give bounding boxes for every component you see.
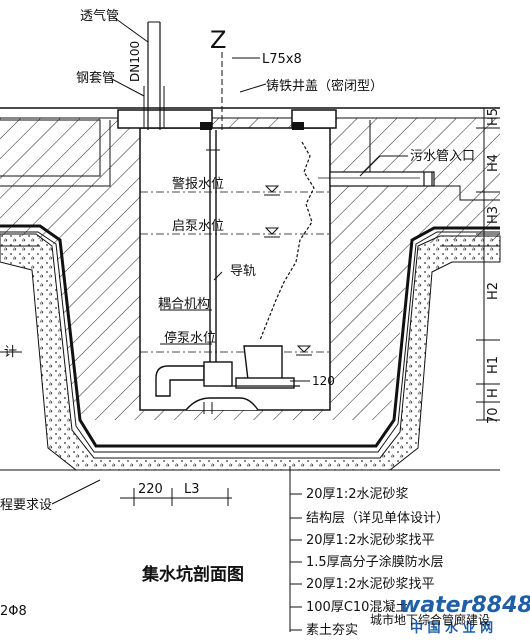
sewer-inlet-label: 污水管入口 [410,149,475,164]
layer-4: 1.5厚高分子涂膜防水层 [306,554,444,570]
guide-rail [206,130,220,378]
label-leaders [0,15,408,505]
section-mark: Z [210,26,226,54]
layer-1: 20厚1:2水泥砂浆 [306,487,408,502]
layer-5: 20厚1:2水泥砂浆找平 [306,577,434,592]
top-slab [0,107,500,119]
left-cut-label-2: 程要求设 [0,498,52,513]
angle-steel-label: L75x8 [262,52,302,67]
pit-structure [0,118,501,471]
start-level-label: 启泵水位 [172,219,224,234]
watermark: water8848 中 国 水 业 网 城市地下综合管廊建设 [370,593,530,636]
dim-h4: H4 [486,154,501,172]
layer-leaders [289,466,302,632]
watermark-sub: 中 国 水 业 网 [410,620,493,636]
right-dimensions [476,107,500,421]
alarm-level-label: 警报水位 [172,176,224,192]
dim-70: 70 [486,407,501,424]
guide-rail-label: 导轨 [230,264,256,279]
steel-sleeve-label: 钢套管 [76,70,115,86]
left-cut-label-1: 计 [4,345,17,360]
coupling-pipe [155,361,259,414]
coupling-label: 耦合机构 [158,297,210,312]
layer-3: 20厚1:2水泥砂浆找平 [306,533,434,548]
layer-6: 100厚C10混凝土 [306,599,408,615]
dn100-label: DN100 [128,41,142,82]
manhole-cover [117,109,337,130]
watermark-overlay: 城市地下综合管廊建设 [370,612,490,627]
watermark-logo: water8848 [400,593,530,618]
layer-7: 素土夯实 [306,623,358,638]
water-levels [140,185,330,356]
vent-pipe [143,21,165,130]
dim-h3: H3 [486,206,501,224]
cover-label: 铸铁井盖（密闭型） [266,78,383,94]
dim-h: H [486,388,501,398]
dim-h5: H5 [486,108,501,126]
vent-pipe-label: 透气管 [80,8,119,24]
dim-220: 220 [138,482,163,497]
dim-h1: H1 [486,356,501,374]
dim-h2: H2 [486,282,501,300]
rebar-label: 2Φ8 [0,604,27,619]
elevation-120-label: 120 [312,374,335,388]
layer-2: 结构层（详见单体设计） [306,511,449,526]
sewer-inlet-pipe [318,171,435,187]
drawing-title: 集水坑剖面图 [141,564,244,585]
dim-l3: L3 [184,482,200,497]
bottom-dimensions [120,488,232,506]
stop-level-label: 停泵水位 [164,330,216,346]
pump [222,345,300,389]
